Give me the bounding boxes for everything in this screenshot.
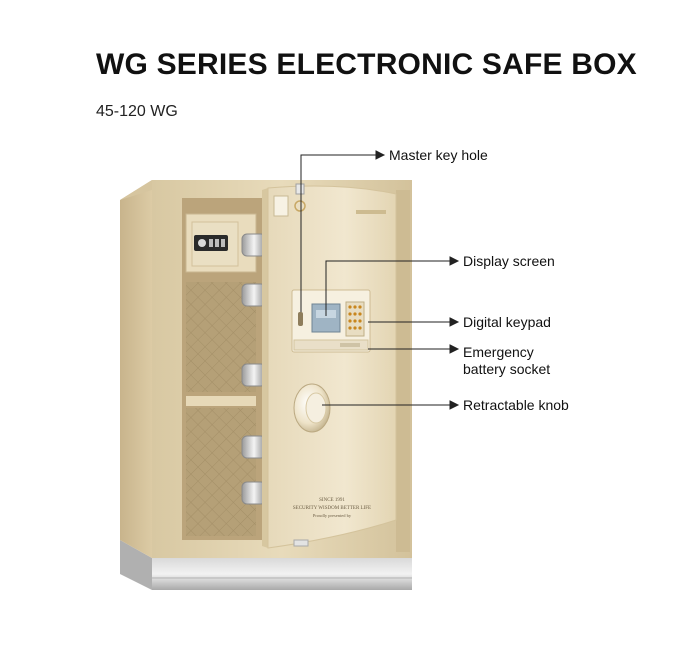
safe-side-panel <box>120 180 152 558</box>
callout-label: Display screen <box>463 253 555 269</box>
digital-keypad[interactable] <box>345 301 365 337</box>
certification-sticker <box>273 195 289 217</box>
callout-label: battery socket <box>463 361 551 377</box>
callout-emergency-battery-socket: Emergency battery socket <box>463 344 550 378</box>
door-since-text: SINCE 1991 <box>319 498 345 503</box>
door-brand-mark <box>356 210 386 214</box>
callout-master-key-hole: Master key hole <box>389 147 488 164</box>
model-range: 45-120 WG <box>96 103 178 120</box>
master-key-hole[interactable] <box>298 312 303 326</box>
safe-base <box>120 540 412 590</box>
callout-label: Retractable knob <box>463 397 569 413</box>
callout-display-screen: Display screen <box>463 253 555 270</box>
callout-lines <box>300 150 460 410</box>
door-slogan-text: SECURITY WISDOM BETTER LIFE <box>293 506 371 511</box>
callout-label: Emergency <box>463 344 534 360</box>
shelf <box>186 396 256 406</box>
callout-label: Digital keypad <box>463 314 551 330</box>
safe-door: SINCE 1991 SECURITY WISDOM BETTER LIFE P… <box>262 183 397 549</box>
callout-label: Master key hole <box>389 147 488 163</box>
brand-emblem <box>294 200 306 212</box>
door-tagline-text: Proudly presented by <box>313 513 352 518</box>
page-title: WG SERIES ELECTRONIC SAFE BOX <box>96 48 637 81</box>
callout-digital-keypad: Digital keypad <box>463 314 551 331</box>
emergency-battery-socket[interactable] <box>293 339 369 351</box>
bottom-hinge <box>293 539 309 547</box>
callout-retractable-knob: Retractable knob <box>463 397 569 414</box>
